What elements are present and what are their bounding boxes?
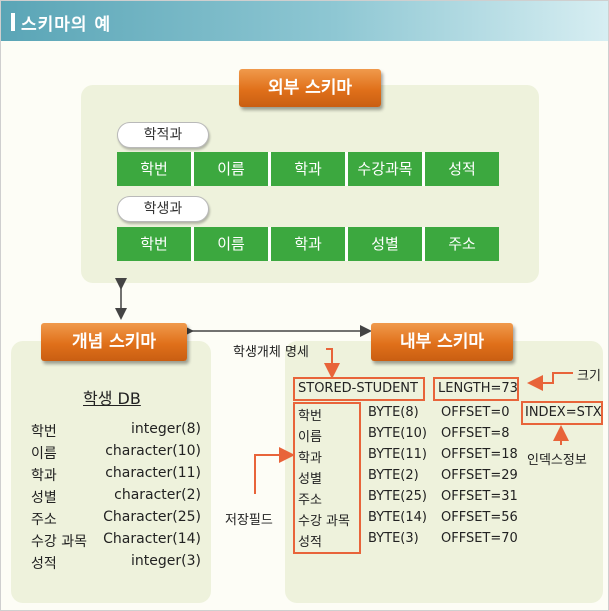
record-spec-label: 학생개체 명세 [233,345,309,360]
index-info-label: 인덱스정보 [527,453,587,468]
internal-byte: BYTE(3) [368,531,419,546]
conceptual-schema-panel [11,341,211,603]
size-label: 크기 [577,369,601,384]
field-cell: 수강과목 [348,152,422,186]
stored-fields-label: 저장필드 [225,513,273,528]
view-name-hakjeokgwa: 학적과 [117,122,209,148]
concept-type: Character(14) [103,531,201,547]
index-box [521,401,603,425]
internal-byte: BYTE(8) [368,405,419,420]
header-accent-mark [11,13,15,31]
stored-fields-arrow [254,447,295,494]
record-name-box [293,377,425,401]
concept-field: 이름 [31,446,57,462]
internal-byte: BYTE(25) [368,489,427,504]
conceptual-schema-title: 개념 스키마 [41,323,187,361]
external-schema-title: 외부 스키마 [239,69,381,107]
concept-type: character(11) [105,465,201,481]
concept-type: integer(8) [131,421,201,437]
internal-byte: BYTE(2) [368,468,419,483]
length-box [433,377,519,401]
internal-offset: OFFSET=31 [441,489,518,504]
field-cell: 이름 [194,152,268,186]
concept-type: character(2) [114,487,201,503]
internal-field: 학번 [298,409,322,424]
concept-field: 성적 [31,556,57,572]
field-cell: 학번 [117,227,191,261]
internal-schema-title: 내부 스키마 [371,323,513,361]
concept-type: integer(3) [131,553,201,569]
field-cell: 학과 [271,152,345,186]
concept-field: 학번 [31,424,57,440]
concept-field: 주소 [31,512,57,528]
internal-byte: BYTE(11) [368,447,427,462]
field-cell: 성적 [425,152,499,186]
record-spec-arrow [324,348,340,379]
index-name: INDEX=STX [525,405,602,420]
concept-field: 학과 [31,468,57,484]
concept-type: character(10) [105,443,201,459]
page-title: 스키마의 예 [21,15,112,35]
internal-offset: OFFSET=56 [441,510,518,525]
header-bar [1,1,608,41]
internal-field: 주소 [298,493,322,508]
field-cell: 성별 [348,227,422,261]
record-name: STORED-STUDENT [298,381,418,396]
internal-offset: OFFSET=18 [441,447,518,462]
internal-byte: BYTE(10) [368,426,427,441]
concept-field: 성별 [31,490,57,506]
db-title: 학생 DB [83,389,141,408]
internal-offset: OFFSET=29 [441,468,518,483]
internal-field: 이름 [298,430,322,445]
concept-type: Character(25) [103,509,201,525]
internal-field: 수강 과목 [298,514,350,529]
field-cell: 이름 [194,227,268,261]
internal-byte: BYTE(14) [368,510,427,525]
record-length: LENGTH=73 [438,381,518,396]
external-view1-fields: 학번 이름 학과 수강과목 성적 [117,152,499,186]
concept-field: 수강 과목 [31,534,87,550]
view-name-haksaenggwa: 학생과 [117,196,209,222]
internal-schema-panel [285,341,603,603]
field-cell: 학번 [117,152,191,186]
internal-offset: OFFSET=70 [441,531,518,546]
field-cell: 학과 [271,227,345,261]
internal-field: 성적 [298,535,322,550]
internal-offset: OFFSET=8 [441,426,510,441]
internal-offset: OFFSET=0 [441,405,510,420]
internal-field: 학과 [298,451,322,466]
field-cell: 주소 [425,227,499,261]
size-arrow [527,372,573,391]
internal-field: 성별 [298,472,322,487]
external-view2-fields: 학번 이름 학과 성별 주소 [117,227,499,261]
stored-fields-box [293,402,361,554]
